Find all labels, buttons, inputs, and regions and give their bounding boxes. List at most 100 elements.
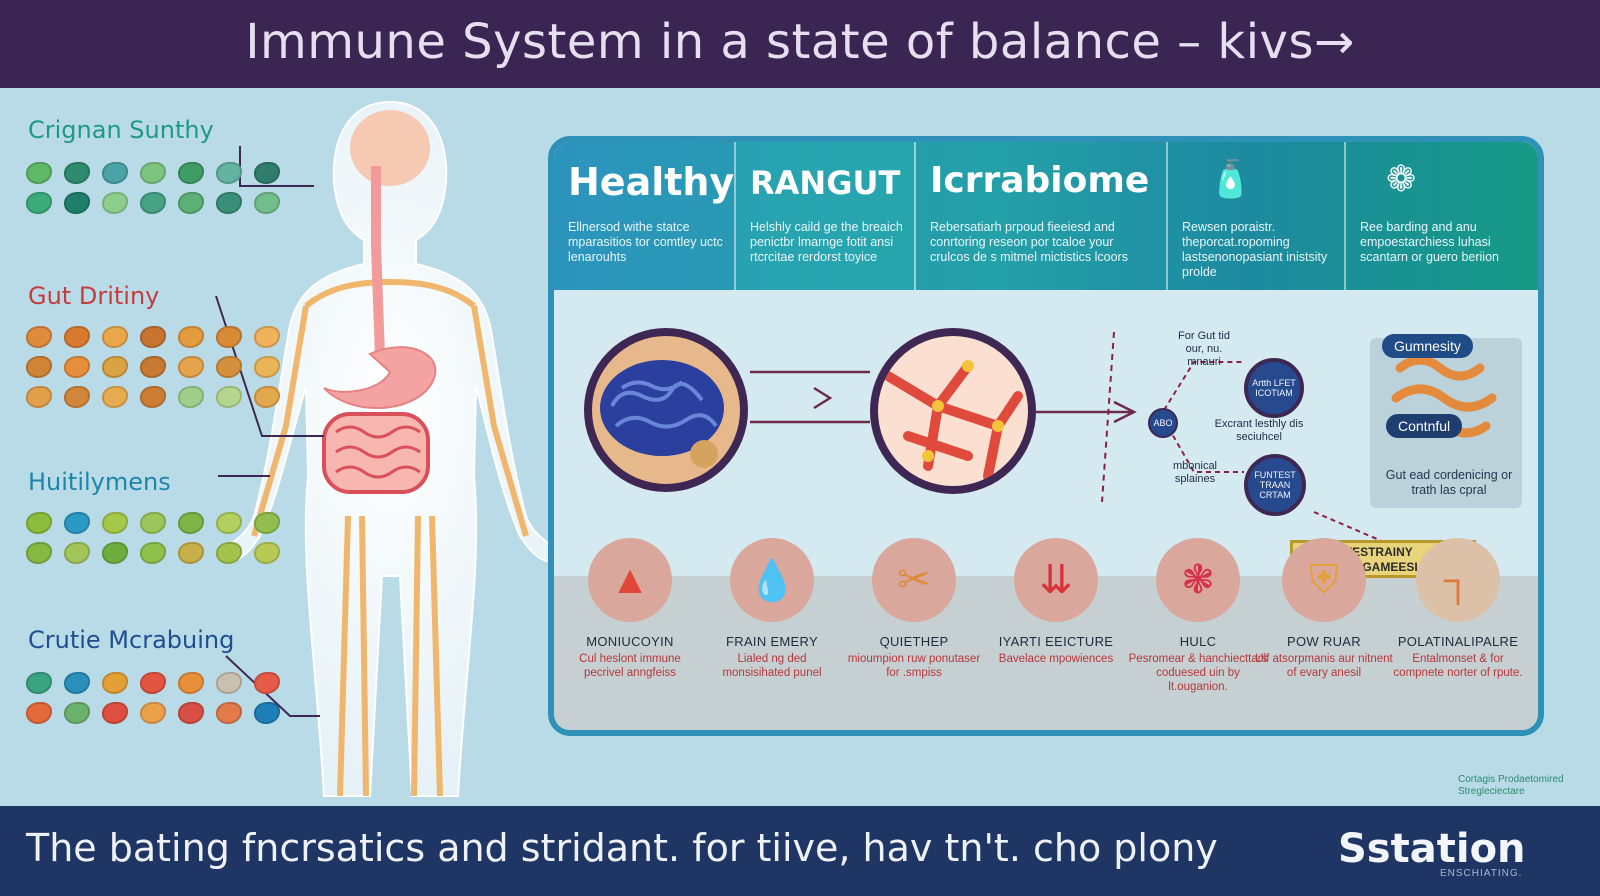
- legume-icon: [64, 512, 90, 534]
- bracket-icon: ┐: [1416, 538, 1500, 622]
- sidebar-heading-3: Huitilymens: [28, 468, 171, 496]
- fruit-icon: [26, 386, 52, 408]
- fruit-icon: [102, 386, 128, 408]
- fruit-icon: [178, 356, 204, 378]
- panel-column-healthy: Healthy Ellnersod withe statce mparasiti…: [554, 142, 736, 290]
- column-text: Ree barding and anu empoestarchiess luha…: [1360, 220, 1499, 264]
- sidebar-heading-4: Crutie Mcrabuing: [28, 626, 235, 654]
- column-text: Helshly caild ge the breaich penictbr lm…: [750, 220, 903, 264]
- nerve-icon: ▲: [588, 538, 672, 622]
- item-card-4: ⇊ IYARTI EEICTURE Bavelace mpowiences: [986, 538, 1126, 666]
- protein-icon: [216, 672, 242, 694]
- item-desc: Pesromear & hanchiecttars coduesed uin b…: [1128, 653, 1268, 693]
- intestines: [322, 412, 430, 494]
- fruit-icon: [140, 326, 166, 348]
- fruit-icon: [216, 356, 242, 378]
- fruit-icon: [254, 326, 280, 348]
- food-icon-grid-2: [26, 326, 284, 408]
- protein-icon: [254, 672, 280, 694]
- protein-icon: [216, 702, 242, 724]
- flow-arrows: [750, 331, 1385, 543]
- legume-icon: [102, 512, 128, 534]
- fruit-icon: [26, 356, 52, 378]
- network-bubble-2: FUNTEST TRAAN CRTAM: [1244, 454, 1306, 516]
- item-label: POLATINALIPALRE: [1397, 634, 1519, 649]
- food-icon-grid-3: [26, 512, 284, 564]
- item-label: POW RUAR: [1287, 634, 1361, 649]
- fruit-icon: [216, 386, 242, 408]
- fruit-icon: [64, 386, 90, 408]
- body-illustration: [215, 100, 558, 797]
- item-desc: Bavelace mpowiences: [998, 653, 1114, 665]
- vegetable-icon: [178, 162, 204, 184]
- molecule-icon: ❃: [1156, 538, 1240, 622]
- network-low-note: mbonical splaines: [1172, 460, 1218, 485]
- protein-icon: [26, 672, 52, 694]
- column-text: Ellnersod withe statce mparasitios tor c…: [568, 220, 723, 264]
- network-mid-note: Excrant lesthly dis seciuhcel: [1214, 418, 1304, 443]
- fruit-icon: [26, 326, 52, 348]
- esophagus: [371, 166, 385, 357]
- skeleton-lines: [251, 278, 529, 797]
- fruit-icon: [178, 326, 204, 348]
- legume-icon: [254, 512, 280, 534]
- brand-logo: Sstation: [1338, 826, 1526, 872]
- legume-icon: [26, 512, 52, 534]
- column-text: Rebersatiarh prpoud fieeiesd and conrtor…: [930, 220, 1128, 264]
- footer-text: The bating fncrsatics and stridant. for …: [26, 826, 1218, 870]
- item-card-1: ▲ MONIUCOYIN Cul heslont immune pecrivel…: [560, 538, 700, 680]
- fruit-icon: [178, 386, 204, 408]
- protein-icon: [26, 702, 52, 724]
- column-title: RANGUT: [750, 164, 901, 202]
- food-icon-grid-1: [26, 162, 284, 214]
- shield-icon: ⛨: [1282, 538, 1366, 622]
- protein-icon: [64, 672, 90, 694]
- sidebar-heading-1: Crignan Sunthy: [28, 116, 214, 144]
- gut-pill-mid: Contnful: [1386, 414, 1463, 438]
- protein-icon: [102, 672, 128, 694]
- legume-icon: [254, 542, 280, 564]
- panel-column-bottle: 🧴 Rewsen poraistr. theporcat.ropoming la…: [1168, 142, 1346, 290]
- sidebar-heading-2: Gut Dritiny: [28, 282, 160, 310]
- protein-icon: [140, 702, 166, 724]
- item-label: IYARTI EEICTURE: [998, 634, 1114, 649]
- page-title: Immune System in a state of balance – ki…: [245, 14, 1355, 70]
- vegetable-icon: [64, 162, 90, 184]
- vegetable-icon: [64, 192, 90, 214]
- item-label: FRAIN EMERY: [726, 634, 818, 649]
- fruit-icon: [254, 386, 280, 408]
- column-title: Healthy: [568, 160, 735, 204]
- legume-icon: [178, 542, 204, 564]
- footer-bar: [0, 806, 1600, 896]
- brain-microbe-circle: [584, 328, 748, 492]
- network-bubble-1: Artth LFET ICOTIAM: [1244, 358, 1304, 418]
- panel-column-cells: ❁ Ree barding and anu empoestarchiess lu…: [1346, 142, 1538, 290]
- cell-cluster-icon: ❁: [1386, 158, 1417, 199]
- fruit-icon: [102, 326, 128, 348]
- bottle-icon: 🧴: [1208, 158, 1253, 199]
- item-card-5: ❃ HULC Pesromear & hanchiecttars coduese…: [1128, 538, 1268, 694]
- microbiome-panel: Healthy Ellnersod withe statce mparasiti…: [548, 136, 1544, 736]
- protein-icon: [254, 702, 280, 724]
- column-text: Rewsen poraistr. theporcat.ropoming last…: [1182, 220, 1328, 279]
- gut-pill-top: Gumnesity: [1382, 334, 1473, 358]
- protein-icon: [140, 672, 166, 694]
- vegetable-icon: [140, 192, 166, 214]
- vegetable-icon: [102, 192, 128, 214]
- protein-icon: [178, 672, 204, 694]
- scissors-icon: ✂: [872, 538, 956, 622]
- fruit-icon: [102, 356, 128, 378]
- protein-icon: [64, 702, 90, 724]
- vegetable-icon: [140, 162, 166, 184]
- panel-column-rangut: RANGUT Helshly caild ge the breaich peni…: [736, 142, 916, 290]
- legume-icon: [216, 512, 242, 534]
- fruit-icon: [216, 326, 242, 348]
- fruit-icon: [140, 356, 166, 378]
- item-card-7: ┐ POLATINALIPALRE Entalmonset & for comp…: [1388, 538, 1528, 680]
- item-card-3: ✂ QUIETHEP mioumpion ruw ponutaser for .…: [844, 538, 984, 680]
- legume-icon: [102, 542, 128, 564]
- legume-icon: [216, 542, 242, 564]
- item-card-2: 💧 FRAIN EMERY Lialed ng ded monsisihated…: [702, 538, 842, 680]
- vegetable-icon: [216, 162, 242, 184]
- fruit-icon: [64, 356, 90, 378]
